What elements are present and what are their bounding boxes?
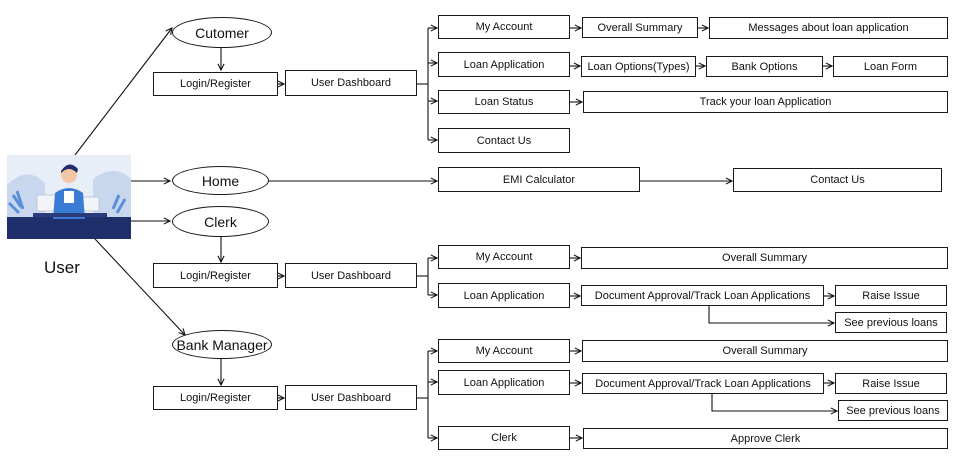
customer-bank-options-box: Bank Options [706,56,823,77]
customer-loan-status-box: Loan Status [438,90,570,114]
clerk-login-box: Login/Register [153,263,278,288]
home-emi-calculator-box: EMI Calculator [438,167,640,192]
home-contact-us-box: Contact Us [733,168,942,192]
clerk-raise-issue-box: Raise Issue [835,285,947,306]
customer-loan-application-box: Loan Application [438,52,570,77]
role-home: Home [172,166,269,195]
user-label: User [44,258,80,277]
clerk-dashboard-box: User Dashboard [285,263,417,288]
role-clerk: Clerk [172,206,269,237]
clerk-my-account-box: My Account [438,245,570,269]
clerk-overall-summary-box: Overall Summary [581,247,948,269]
user-illustration [7,155,131,239]
manager-my-account-box: My Account [438,339,570,363]
customer-overall-summary-box: Overall Summary [582,17,698,38]
manager-loan-application-box: Loan Application [438,370,570,395]
manager-clerk-box: Clerk [438,426,570,450]
manager-previous-loans-box: See previous loans [838,400,948,421]
role-bank-manager: Bank Manager [172,330,272,359]
arrow-user-customer [74,28,172,156]
clerk-doc-approval-box: Document Approval/Track Loan Application… [581,285,824,306]
manager-overall-summary-box: Overall Summary [582,340,948,362]
customer-dashboard-box: User Dashboard [285,70,417,96]
customer-track-box: Track your loan Application [583,91,948,113]
manager-dashboard-box: User Dashboard [285,385,417,410]
customer-my-account-box: My Account [438,15,570,39]
manager-raise-issue-box: Raise Issue [835,373,947,394]
customer-loan-options-box: Loan Options(Types) [581,56,696,77]
role-customer: Cutomer [172,17,272,48]
clerk-loan-application-box: Loan Application [438,283,570,308]
clerk-previous-loans-box: See previous loans [835,312,947,333]
manager-doc-approval-box: Document Approval/Track Loan Application… [582,373,824,394]
customer-loan-form-box: Loan Form [833,56,948,77]
arrow-user-manager [94,238,185,335]
manager-login-box: Login/Register [153,386,278,410]
customer-messages-box: Messages about loan application [709,17,948,39]
customer-contact-us-box: Contact Us [438,128,570,153]
manager-approve-clerk-box: Approve Clerk [583,428,948,449]
customer-login-box: Login/Register [153,72,278,96]
